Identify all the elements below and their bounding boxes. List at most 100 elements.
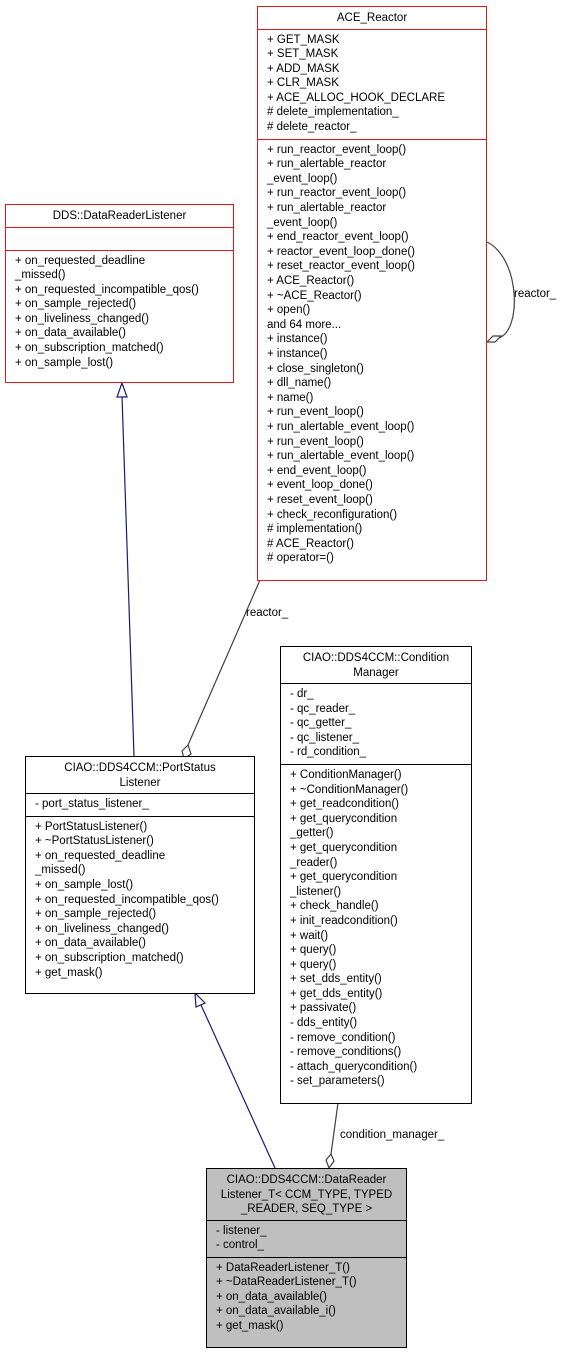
member-line: + DataReaderListener_T() xyxy=(216,1261,350,1274)
methods-section: + DataReaderListener_T()+ ~DataReaderLis… xyxy=(207,1256,406,1338)
member-line: + init_readcondition() xyxy=(290,914,398,927)
member-line: + passivate() xyxy=(290,1002,357,1015)
member-line: - qc_listener_ xyxy=(290,731,360,744)
member-line: + get_querycondition xyxy=(290,812,398,825)
member-line: + on_data_available() xyxy=(216,1290,327,1303)
member-line: + end_event_loop() xyxy=(267,464,367,477)
member-line: + on_sample_lost() xyxy=(15,356,114,369)
member-line: _event_loop() xyxy=(267,216,338,229)
methods-section: + on_requested_deadline_missed()+ on_req… xyxy=(6,249,233,375)
member-line: + on_liveliness_changed() xyxy=(15,312,149,325)
edge-label-reactor-self: reactor_ xyxy=(514,288,557,300)
member-line: - qc_reader_ xyxy=(290,702,356,715)
member-line: + close_singleton() xyxy=(267,362,364,375)
member-line: + ACE_Reactor() xyxy=(267,275,355,287)
member-line: + on_sample_rejected() xyxy=(35,908,157,921)
edge-label-condition-manager: condition_manager_ xyxy=(340,1129,445,1141)
class-title-line: CIAO::DDS4CCM::PortStatus xyxy=(64,762,216,774)
association-edge-cm-to-drl xyxy=(330,1102,339,1155)
member-line: + wait() xyxy=(290,929,329,942)
member-line: _missed() xyxy=(35,864,86,877)
member-line: + run_reactor_event_loop() xyxy=(267,143,407,156)
class-title-line: CIAO::DDS4CCM::DataReader xyxy=(226,1174,387,1186)
inheritance-edge-drl-to-port xyxy=(200,1004,276,1169)
member-line: + get_dds_entity() xyxy=(290,987,383,1000)
member-line: _getter() xyxy=(290,827,334,840)
member-line: + instance() xyxy=(267,333,328,346)
member-line: - listener_ xyxy=(216,1224,267,1237)
member-line: - rd_condition_ xyxy=(290,746,367,759)
member-line: - port_status_listener_ xyxy=(35,798,149,810)
member-line: + on_subscription_matched() xyxy=(15,342,164,355)
member-line: + run_alertable_event_loop() xyxy=(267,420,415,433)
methods-section: + run_reactor_event_loop() + run_alertabl… xyxy=(258,138,486,570)
member-line: + ADD_MASK xyxy=(267,62,340,75)
member-line: - remove_conditions() xyxy=(290,1046,402,1059)
attributes-section: - dr_- qc_reader_- qc_getter_- qc_listen… xyxy=(281,683,471,764)
member-line: + ACE_ALLOC_HOOK_DECLARE xyxy=(267,91,446,104)
member-line: + run_event_loop() xyxy=(267,435,364,448)
member-line: # operator=() xyxy=(267,552,334,565)
class-dds-datareaderlistener[interactable]: DDS::DataReaderListener + on_requested_d… xyxy=(5,204,234,383)
member-line: + get_mask() xyxy=(216,1320,284,1333)
member-line: + on_requested_deadline xyxy=(15,254,146,267)
class-title-line: Manager xyxy=(353,666,399,679)
class-title-line: CIAO::DDS4CCM::Condition xyxy=(302,652,450,664)
member-line: # delete_reactor_ xyxy=(267,121,357,134)
member-line: _reader() xyxy=(290,856,338,869)
member-line: - remove_condition() xyxy=(290,1031,396,1044)
member-line: + on_requested_deadline xyxy=(35,849,166,862)
inheritance-arrowhead-port xyxy=(194,991,207,1008)
member-line: + on_sample_rejected() xyxy=(15,298,137,311)
member-line: # delete_implementation_ xyxy=(267,106,399,119)
association-edge-reactor-to-port xyxy=(187,579,261,746)
member-line: - set_parameters() xyxy=(290,1075,385,1088)
member-line: - attach_querycondition() xyxy=(290,1060,418,1073)
member-line: + PortStatusListener() xyxy=(35,820,148,833)
attributes-section: + GET_MASK+ SET_MASK+ ADD_MASK+ CLR_MASK… xyxy=(258,28,486,139)
member-line: # implementation() xyxy=(267,523,363,536)
member-line: + reactor_event_loop_done() xyxy=(267,245,416,258)
member-line: + GET_MASK xyxy=(267,33,340,46)
member-line: + check_reconfiguration() xyxy=(267,508,398,521)
association-diamond-reactor-self xyxy=(485,335,503,343)
member-line: + on_data_available() xyxy=(35,937,146,950)
member-line: + ~PortStatusListener() xyxy=(35,835,154,848)
class-title-line: Listener xyxy=(119,776,161,789)
member-line: + open() xyxy=(267,304,311,317)
member-line: + end_reactor_event_loop() xyxy=(267,231,409,244)
member-line: + ConditionManager() xyxy=(290,768,402,781)
member-line: + name() xyxy=(267,391,314,404)
inheritance-edge-port-to-dds xyxy=(121,395,135,757)
member-line: + check_handle() xyxy=(290,900,379,913)
member-line: + run_reactor_event_loop() xyxy=(267,187,407,200)
member-line: + run_alertable_reactor xyxy=(267,202,387,215)
attributes-section xyxy=(6,226,233,250)
member-line: + reset_reactor_event_loop() xyxy=(267,260,415,273)
member-line: - control_ xyxy=(216,1239,264,1252)
class-title-line: Listener_T< CCM_TYPE, TYPED xyxy=(220,1188,393,1201)
class-ace-reactor[interactable]: ACE_Reactor + GET_MASK+ SET_MASK+ ADD_MA… xyxy=(257,6,487,581)
member-line: and 64 more... xyxy=(267,318,342,331)
member-line: - dr_ xyxy=(290,688,314,700)
member-line: + get_mask() xyxy=(35,966,103,979)
member-line: + CLR_MASK xyxy=(267,77,339,90)
member-line: + get_querycondition xyxy=(290,841,398,854)
methods-section: + PortStatusListener() + ~PortStatusListe… xyxy=(26,815,254,985)
member-line: + reset_event_loop() xyxy=(267,493,373,506)
member-line: + on_liveliness_changed() xyxy=(35,922,169,935)
member-line: + get_querycondition xyxy=(290,871,398,884)
member-line: + run_alertable_event_loop() xyxy=(267,450,415,463)
member-line: + query() xyxy=(290,944,337,957)
member-line: - dds_entity() xyxy=(290,1017,358,1030)
member-line: + on_requested_incompatible_qos() xyxy=(35,893,219,906)
member-line: + on_sample_lost() xyxy=(35,878,134,891)
member-line: + on_data_available_i() xyxy=(216,1305,336,1318)
member-line: + ~ConditionManager() xyxy=(290,783,409,796)
